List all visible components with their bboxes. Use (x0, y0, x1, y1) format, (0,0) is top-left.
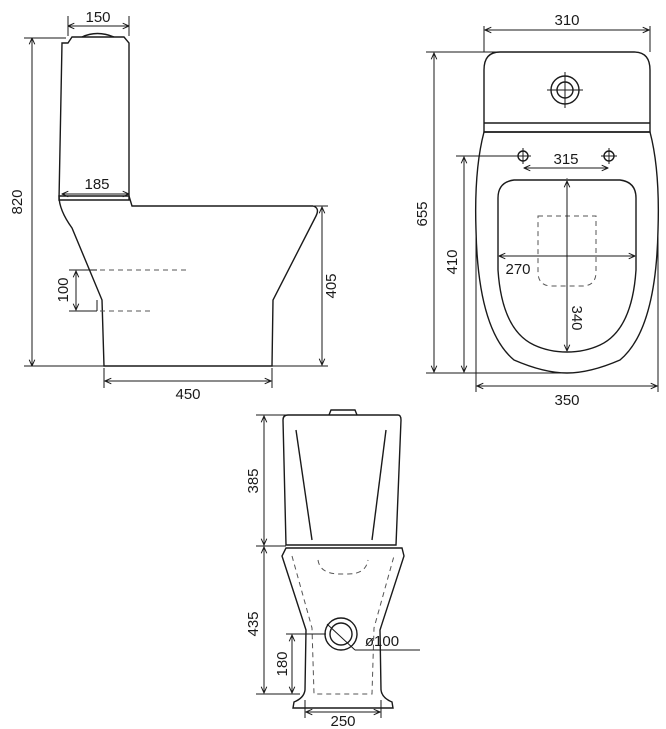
dim-label-410: 410 (444, 249, 461, 274)
side-tank-outline (58, 36, 130, 201)
dim-label-310: 310 (554, 12, 579, 29)
dim-label-outlet-diameter: ø100 (365, 633, 399, 650)
dim-label-270: 270 (505, 261, 530, 278)
side-view: 150 185 820 405 100 450 (9, 9, 340, 403)
dim-label-350: 350 (554, 392, 579, 409)
side-flush-button (81, 32, 115, 38)
dim-label-100: 100 (55, 277, 72, 302)
rear-outlet-inner (329, 622, 353, 646)
dim-label-185: 185 (84, 176, 109, 193)
dim-leader-outlet (326, 623, 356, 651)
top-bowl-opening-hidden (537, 215, 597, 287)
rear-flush-button (328, 409, 358, 416)
dim-label-250: 250 (330, 713, 355, 729)
dim-label-450: 450 (175, 386, 200, 403)
dim-label-435: 435 (245, 611, 262, 636)
dim-label-315: 315 (553, 151, 578, 168)
dim-label-820: 820 (9, 189, 26, 214)
dim-label-655: 655 (414, 201, 431, 226)
rear-hidden-trapway (291, 555, 395, 695)
dim-label-180: 180 (274, 651, 291, 676)
dim-label-340: 340 (568, 305, 585, 330)
rear-view: 385 435 180 ø100 250 (245, 409, 420, 729)
top-seat-outline (497, 179, 637, 353)
rear-base-outline (281, 547, 405, 709)
dim-label-405: 405 (323, 273, 340, 298)
side-bowl-outline (58, 195, 319, 367)
dim-label-150: 150 (85, 9, 110, 26)
rear-tank-outline (282, 414, 402, 546)
top-view: 310 655 315 410 270 340 350 (414, 12, 660, 409)
dim-label-385: 385 (245, 468, 262, 493)
top-tank-outline (483, 51, 651, 133)
